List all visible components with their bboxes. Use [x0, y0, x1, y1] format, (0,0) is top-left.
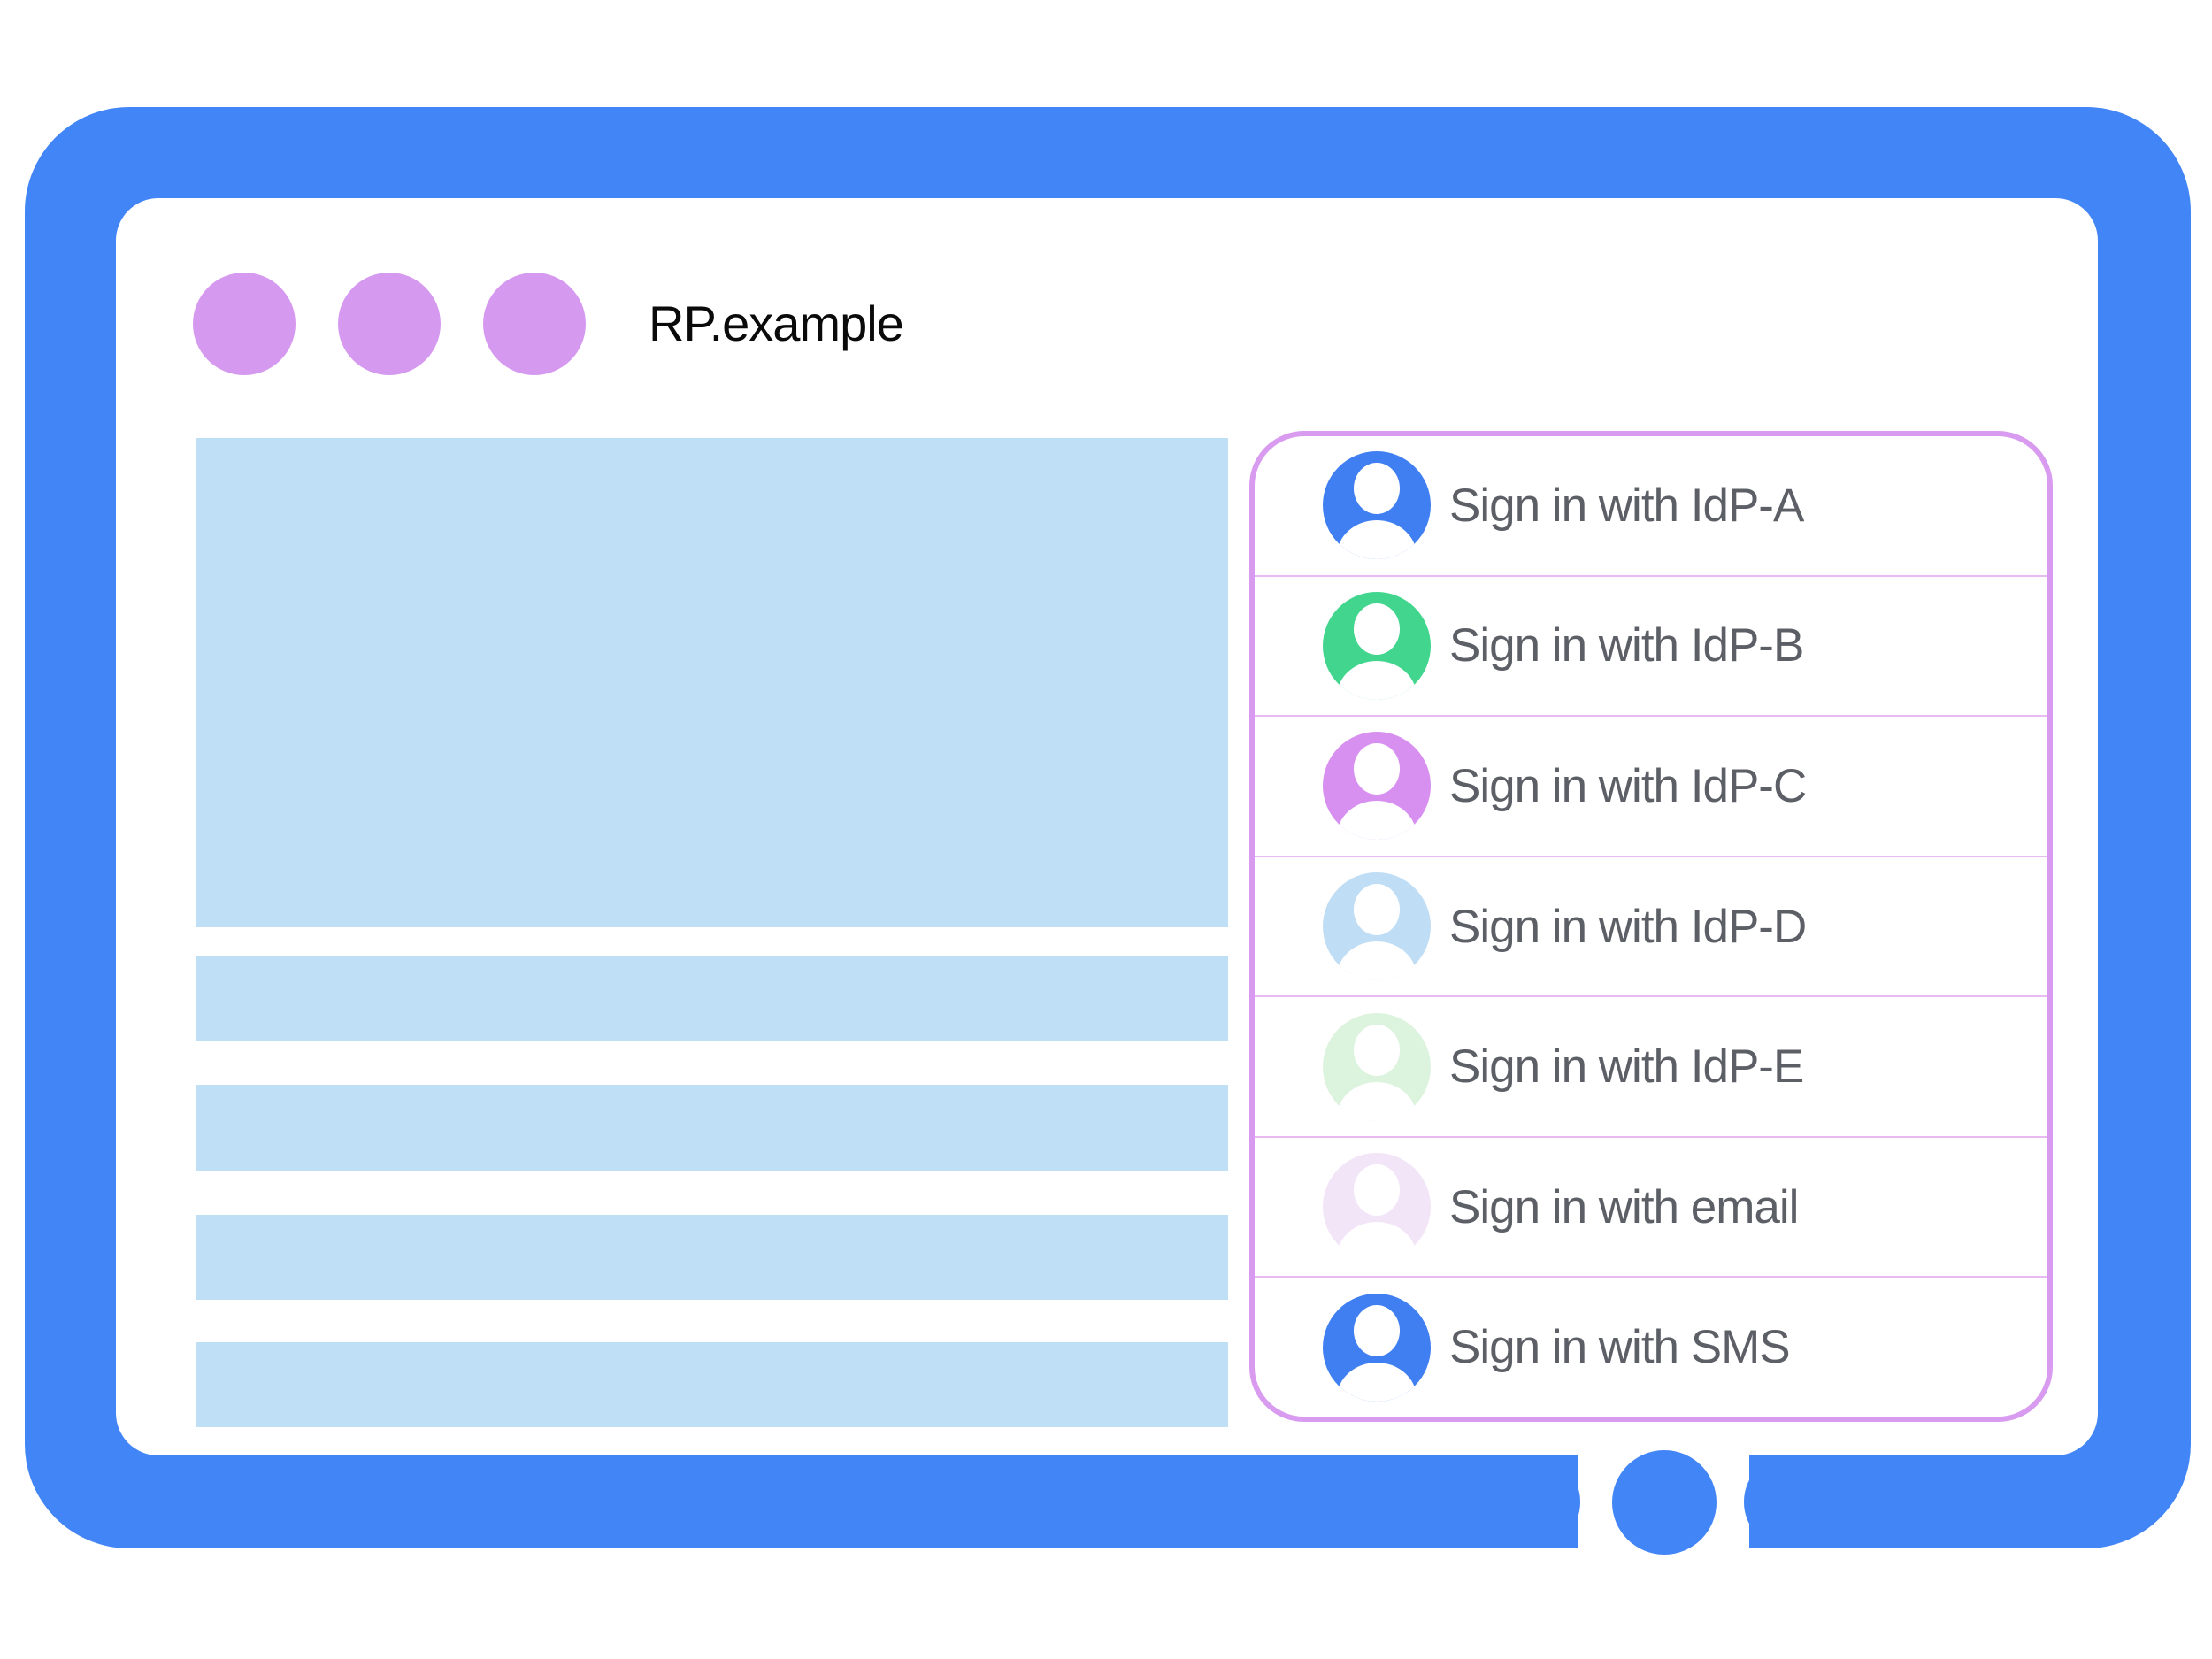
signin-option-idp-b[interactable]: Sign in with IdP-B — [1255, 577, 2047, 718]
person-avatar-icon — [1323, 1153, 1431, 1262]
bezel-band-cap — [1486, 1455, 1580, 1548]
window-control-dot — [483, 273, 586, 375]
person-avatar-icon — [1323, 872, 1431, 981]
signin-chooser-panel: Sign in with IdP-A Sign in with IdP-B Si… — [1249, 431, 2053, 1422]
signin-option-label: Sign in with IdP-D — [1449, 900, 1807, 953]
person-avatar-icon — [1323, 451, 1431, 560]
signin-option-label: Sign in with IdP-A — [1449, 479, 1804, 532]
person-avatar-icon — [1323, 732, 1431, 841]
content-placeholder-hero — [196, 438, 1228, 927]
bezel-band-cap — [1744, 1455, 1838, 1548]
signin-option-label: Sign in with IdP-E — [1449, 1041, 1804, 1094]
content-placeholder-bar — [196, 1342, 1228, 1427]
content-placeholder-bar — [196, 1215, 1228, 1300]
content-placeholder-bar — [196, 956, 1228, 1041]
signin-option-idp-a[interactable]: Sign in with IdP-A — [1255, 436, 2047, 577]
signin-option-idp-e[interactable]: Sign in with IdP-E — [1255, 997, 2047, 1138]
signin-option-email[interactable]: Sign in with email — [1255, 1138, 2047, 1279]
page-title: RP.example — [649, 296, 904, 351]
signin-option-label: Sign in with SMS — [1449, 1321, 1791, 1374]
person-avatar-icon — [1323, 1012, 1431, 1121]
person-avatar-icon — [1323, 591, 1431, 700]
signin-option-label: Sign in with email — [1449, 1180, 1799, 1233]
signin-option-idp-c[interactable]: Sign in with IdP-C — [1255, 717, 2047, 857]
window-control-dot — [338, 273, 441, 375]
home-button-icon[interactable] — [1612, 1450, 1717, 1555]
content-placeholder-bar — [196, 1085, 1228, 1171]
person-avatar-icon — [1323, 1293, 1431, 1402]
signin-option-idp-d[interactable]: Sign in with IdP-D — [1255, 857, 2047, 998]
signin-option-sms[interactable]: Sign in with SMS — [1255, 1278, 2047, 1417]
window-control-dot — [193, 273, 296, 375]
signin-option-label: Sign in with IdP-C — [1449, 759, 1807, 812]
signin-option-label: Sign in with IdP-B — [1449, 619, 1804, 672]
